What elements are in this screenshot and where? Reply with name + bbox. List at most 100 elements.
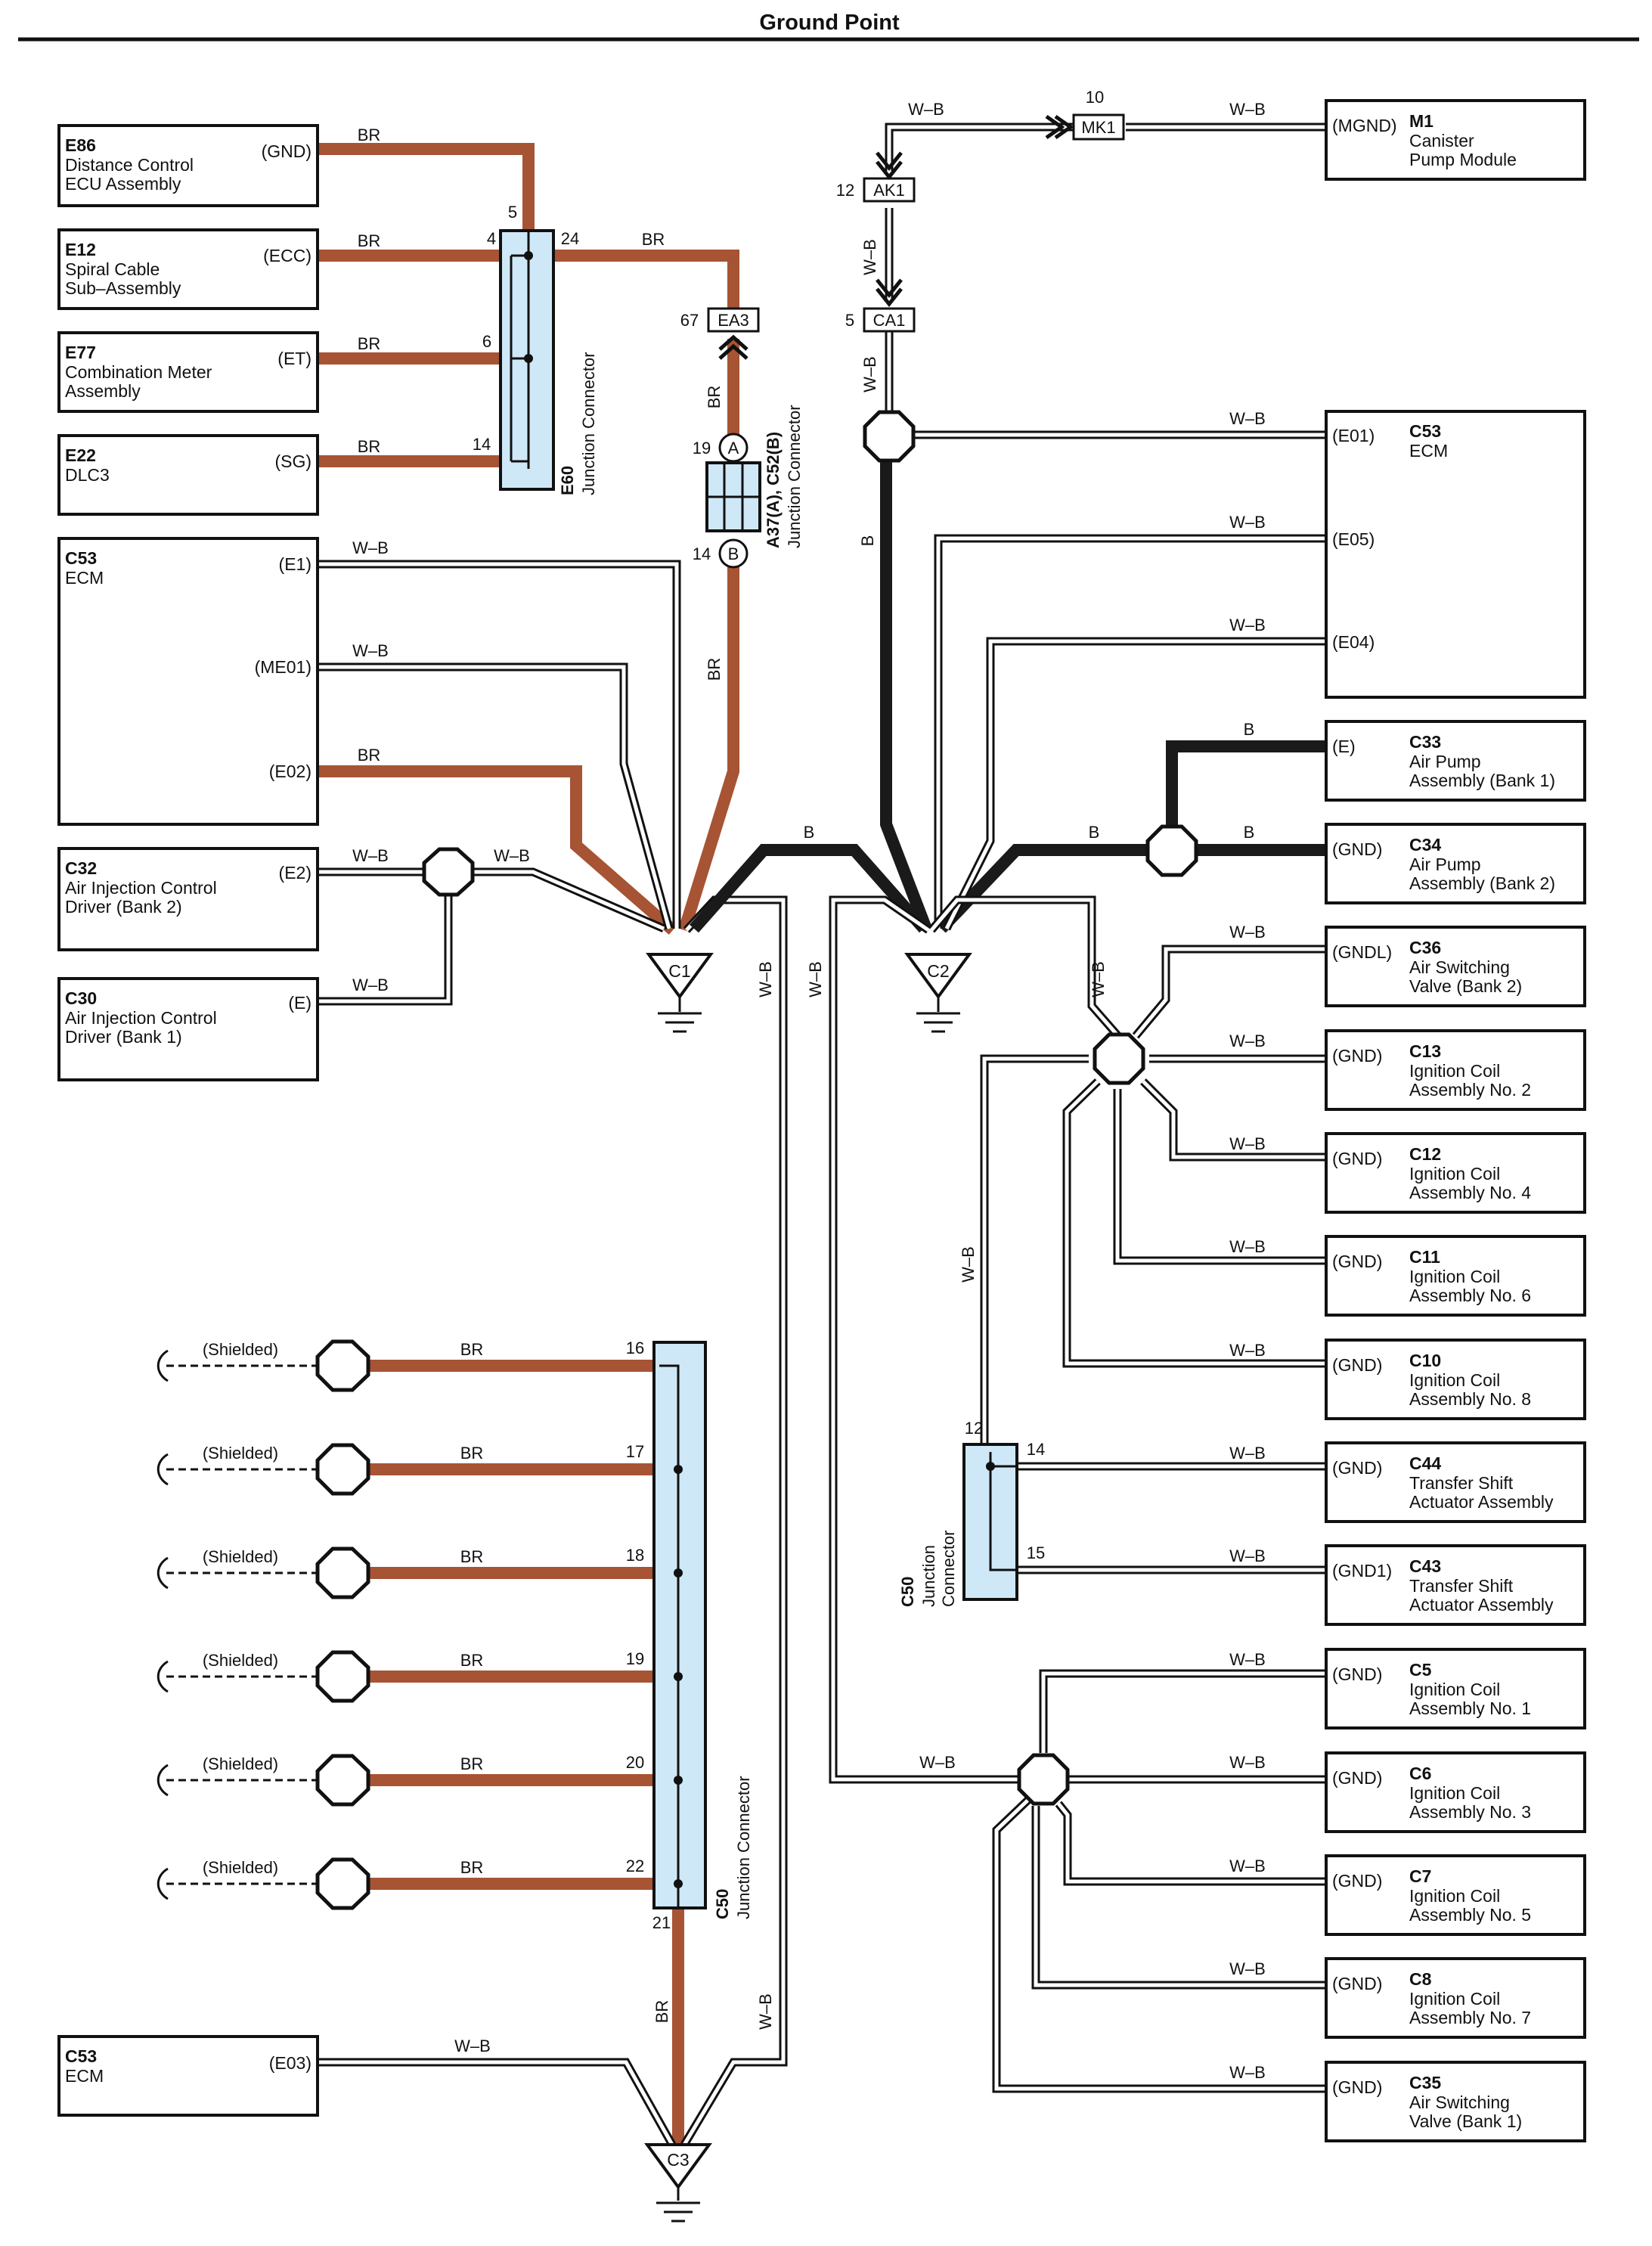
ground-c2-label: C2	[927, 961, 949, 981]
c13-name1: Ignition Coil	[1409, 1061, 1500, 1081]
c53c-id: C53	[1409, 421, 1441, 441]
c10-name1: Ignition Coil	[1409, 1370, 1500, 1390]
e60-name: Junction Connector	[579, 352, 598, 495]
c34-id: C34	[1409, 835, 1441, 855]
ak1-pin: 12	[836, 181, 854, 200]
component-c53-left	[57, 537, 319, 826]
c50r-id: C50	[898, 1577, 917, 1607]
c53c-pin2: (E05)	[1332, 529, 1375, 549]
e77-name2: Assembly	[65, 381, 141, 401]
c44-name1: Transfer Shift	[1409, 1473, 1514, 1493]
c7-pin: (GND)	[1332, 1871, 1382, 1891]
e77-name1: Combination Meter	[65, 362, 212, 382]
wire-c53-e04-c2	[943, 637, 1326, 931]
c5-name2: Assembly No. 1	[1409, 1698, 1531, 1718]
m1-id: M1	[1409, 111, 1433, 131]
c11-name1: Ignition Coil	[1409, 1267, 1500, 1286]
e60-pin-4: 4	[487, 229, 496, 248]
splice-ca1	[863, 410, 916, 463]
wire-labels-wb: W–B W–B W–B W–B W–B W–B W–B W–B W–B W–B …	[352, 100, 1266, 2082]
component-c32	[57, 847, 319, 951]
shield-splices	[315, 1339, 370, 1910]
svg-text:BR: BR	[358, 126, 381, 144]
svg-text:(Shielded): (Shielded)	[203, 1547, 278, 1566]
mk1-id: MK1	[1081, 118, 1115, 137]
svg-text:BR: BR	[358, 334, 381, 353]
c44-id: C44	[1409, 1453, 1441, 1473]
c50s-pin-20: 20	[626, 1753, 644, 1772]
c10-id: C10	[1409, 1351, 1441, 1370]
wire-c12-splice1	[1140, 1078, 1326, 1162]
svg-text:B: B	[804, 823, 815, 842]
c12-name2: Assembly No. 4	[1409, 1183, 1531, 1202]
connector-ak1	[863, 151, 916, 203]
svg-text:W–B: W–B	[352, 976, 389, 994]
c50r-name2: Connector	[939, 1530, 958, 1607]
c33-name1: Air Pump	[1409, 752, 1481, 771]
svg-text:W–B: W–B	[959, 1246, 978, 1283]
c7-name1: Ignition Coil	[1409, 1886, 1500, 1906]
c13-pin: (GND)	[1332, 1046, 1382, 1066]
c43-pin: (GND1)	[1332, 1561, 1392, 1581]
c7-id: C7	[1409, 1866, 1431, 1886]
ea3-id: EA3	[718, 311, 749, 330]
svg-text:BR: BR	[642, 230, 665, 249]
c53b-pin: (E03)	[269, 2053, 311, 2073]
ground-c1	[646, 953, 714, 1033]
c50s-pin-16: 16	[626, 1339, 644, 1357]
c10-name2: Assembly No. 8	[1409, 1389, 1531, 1409]
svg-text:(Shielded): (Shielded)	[203, 1651, 278, 1670]
svg-text:W–B: W–B	[494, 846, 530, 865]
svg-text:BR: BR	[460, 1651, 484, 1670]
c34-name2: Assembly (Bank 2)	[1409, 873, 1555, 893]
svg-text:B: B	[858, 535, 877, 547]
svg-text:W–B: W–B	[756, 961, 775, 997]
svg-text:(Shielded): (Shielded)	[203, 1444, 278, 1463]
c53c-pin1: (E01)	[1332, 426, 1375, 445]
e86-name2: ECU Assembly	[65, 174, 181, 194]
c36-name1: Air Switching	[1409, 957, 1510, 977]
c8-name2: Assembly No. 7	[1409, 2008, 1531, 2027]
wire-c53-e02-c1	[318, 765, 677, 935]
e60-pin-6: 6	[482, 332, 491, 351]
svg-text:BR: BR	[358, 231, 381, 250]
c53c-pin3: (E04)	[1332, 632, 1375, 652]
c13-name2: Assembly No. 2	[1409, 1080, 1531, 1100]
wire-c10-splice1	[1062, 1078, 1326, 1368]
component-c53-bottom	[57, 2035, 319, 2117]
e12-name1: Spiral Cable	[65, 259, 160, 279]
svg-text:BR: BR	[460, 1444, 484, 1463]
c35-id: C35	[1409, 2073, 1441, 2092]
c30-name2: Driver (Bank 1)	[65, 1027, 182, 1047]
component-e22	[57, 434, 319, 516]
wire-c30-splice	[318, 895, 453, 1006]
c53a-id: C53	[65, 548, 97, 568]
svg-text:W–B: W–B	[919, 1753, 956, 1772]
c53b-id: C53	[65, 2046, 97, 2066]
c8-name1: Ignition Coil	[1409, 1989, 1500, 2009]
c50r-pin-12: 12	[965, 1419, 983, 1438]
svg-text:B: B	[1244, 720, 1255, 739]
svg-text:W–B: W–B	[1089, 961, 1108, 997]
svg-text:(Shielded): (Shielded)	[203, 1340, 278, 1359]
wire-c2-splice1	[928, 895, 1122, 1039]
c30-pin: (E)	[288, 993, 311, 1013]
m1-pin: (MGND)	[1332, 116, 1397, 135]
c10-pin: (GND)	[1332, 1355, 1382, 1375]
svg-text:W–B: W–B	[1229, 1857, 1266, 1875]
svg-text:W–B: W–B	[1229, 1546, 1266, 1565]
c32-pin: (E2)	[279, 863, 311, 883]
a37-name: Junction Connector	[785, 405, 804, 548]
svg-text:W–B: W–B	[1229, 513, 1266, 532]
wire-c2-splice2	[829, 895, 1021, 1784]
ca1-id: CA1	[873, 311, 906, 330]
wire-c35-splice2	[992, 1797, 1326, 2093]
c5-pin: (GND)	[1332, 1664, 1382, 1684]
wire-c33-c34	[1166, 740, 1326, 828]
wire-splice-c2	[880, 458, 932, 931]
e60-pin-24: 24	[561, 229, 579, 248]
mk1-pin: 10	[1086, 88, 1104, 107]
e86-id: E86	[65, 135, 96, 155]
e12-id: E12	[65, 240, 96, 259]
